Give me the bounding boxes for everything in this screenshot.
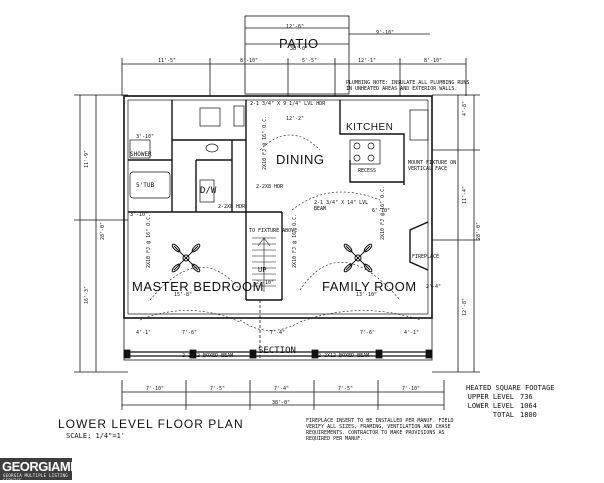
shower-label: SHOWER — [130, 151, 152, 158]
beam-right-label: 2-2X12 BOXED BEAM — [318, 353, 370, 359]
front-porch — [123, 317, 433, 361]
patio-label: PATIO — [279, 36, 319, 51]
fireplace-note: FIREPLACE INSERT TO BE INSTALLED PER MAN… — [306, 418, 454, 442]
fireplace-label: FIREPLACE — [412, 254, 440, 260]
dimension: 13'-10" — [356, 292, 378, 298]
logo-brand: GEORGIAMLS — [2, 459, 86, 474]
dimension: 4'-1" — [136, 330, 152, 336]
dimension: 12'-6" — [286, 24, 305, 30]
dimension: 12'-8" — [462, 297, 468, 316]
dimension: 11'-4" — [462, 185, 468, 204]
dimension: 12'-2" — [286, 116, 305, 122]
kitchen-label: KITCHEN — [346, 122, 394, 133]
dining-label: DINING — [276, 152, 325, 167]
dimension: 6'-10" — [372, 208, 391, 214]
master-bedroom-label: MASTER BEDROOM — [132, 279, 264, 294]
mount-fixture-label: MOUNT FIXTURE ON VERTICAL FACE — [408, 160, 457, 172]
dimension: 7'-6" — [360, 330, 376, 336]
dimension: 7'-6" — [182, 330, 198, 336]
ceiling-fan-icon — [171, 243, 201, 273]
header-label: 2-2X8 HDR — [218, 204, 246, 210]
dimension: 8'-10" — [240, 58, 259, 64]
dimension: 28'-0" — [100, 221, 106, 240]
joist-label: 2X10 FJ @ 16" O.C. — [292, 213, 298, 268]
dimension: 2'-4" — [426, 284, 442, 290]
dimension: 16'-3" — [84, 285, 90, 304]
dimension: 15'-8" — [174, 292, 193, 298]
dimension: 28'-0" — [476, 221, 482, 240]
stairs-up-label: UP — [258, 266, 267, 274]
georgia-mls-logo: GEORGIAMLS GEORGIA MULTIPLE LISTING SERV… — [0, 458, 86, 483]
recess-label: RECESS — [358, 168, 377, 174]
dimension: 5'-5" — [302, 58, 318, 64]
dimension: 38'-0" — [290, 46, 309, 52]
family-room-label: FAMILY ROOM — [322, 279, 417, 294]
dimension: 3'-10" — [136, 134, 155, 140]
dimension: 11'-9" — [84, 149, 90, 168]
dimension: 2'-10" — [256, 280, 275, 286]
dimension: 7'-10" — [402, 386, 421, 392]
tub — [129, 171, 171, 199]
square-footage-table: HEATED SQUARE FOOTAGE UPPER LEVEL 736 LOW… — [466, 384, 555, 420]
lvl-header-label: 2-1 3/4" X 9 1/4" LVL HDR — [250, 101, 326, 107]
footage-value: 1064 — [520, 402, 537, 410]
footage-row: LOWER LEVEL 1064 — [466, 402, 555, 411]
plumbing-note: PLUMBING NOTE: INSULATE ALL PLUMBING RUN… — [346, 80, 470, 92]
dimension: 7'-4" — [270, 330, 286, 336]
dimension: 7'-5" — [338, 386, 354, 392]
plan-scale: SCALE: 1/4"=1' — [66, 432, 126, 440]
footage-row: TOTAL 1800 — [466, 411, 555, 420]
dimension: 3'-10" — [130, 212, 149, 218]
dimension: 8'-10" — [424, 58, 443, 64]
patio-outline — [244, 15, 350, 95]
footage-label: TOTAL — [492, 411, 514, 419]
plan-title: LOWER LEVEL FLOOR PLAN — [58, 417, 244, 431]
header-label: 2-2X8 HDR — [256, 184, 284, 190]
dimension: 38'-0" — [272, 400, 291, 406]
footage-value: 1800 — [520, 411, 537, 419]
fireplace-outline — [409, 221, 429, 271]
dimension: 7'-5" — [210, 386, 226, 392]
footage-label: UPPER LEVEL — [467, 393, 514, 401]
beam-left-label: 2-2X12 BOXED BEAM — [182, 353, 234, 359]
joist-label: 2X10 FJ @ 16" O.C. — [262, 115, 268, 170]
tub-label: 5'TUB — [136, 182, 155, 189]
section-label: SECTION — [258, 346, 296, 356]
footage-heading: HEATED SQUARE FOOTAGE — [466, 384, 555, 392]
footage-value: 736 — [520, 393, 533, 401]
joist-label: 2X10 FJ @ 16" O.C. — [146, 213, 152, 268]
dw-label: D/W — [200, 186, 217, 196]
footage-label: LOWER LEVEL — [467, 402, 514, 410]
dimension: 11'-5" — [158, 58, 177, 64]
logo-tagline: GEORGIA MULTIPLE LISTING SERVICE — [3, 473, 68, 483]
dimension: 4'-1" — [404, 330, 420, 336]
footage-row: UPPER LEVEL 736 — [466, 393, 555, 402]
stairs — [252, 237, 276, 292]
dimension: 7'-4" — [274, 386, 290, 392]
dimension: 12'-1" — [358, 58, 377, 64]
lvl-beam-label: 2-1 3/4" X 14" LVL BEAM — [314, 200, 369, 212]
dimension: 9'-10" — [376, 30, 395, 36]
dimension: 7'-10" — [146, 386, 165, 392]
dimension: 4'-8" — [462, 100, 468, 116]
to-fixture-above-label: TO FIXTURE ABOVE — [249, 228, 298, 234]
